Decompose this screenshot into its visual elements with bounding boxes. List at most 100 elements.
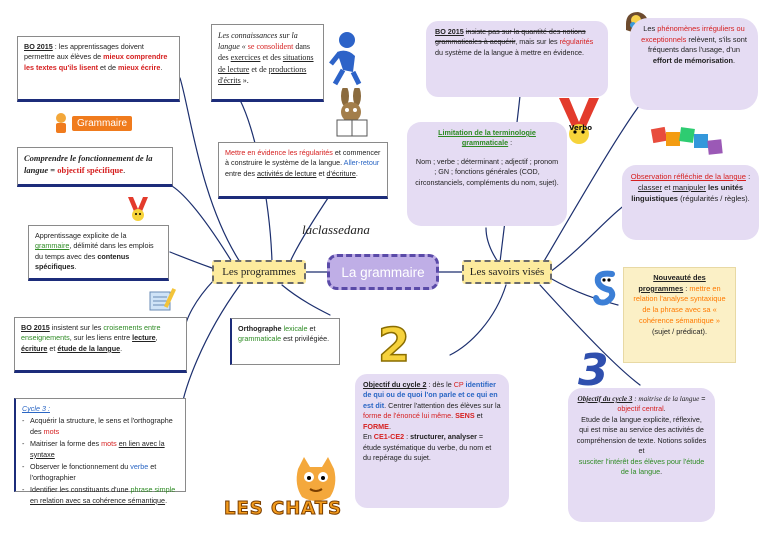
bo2015-b-label: BO 2015 bbox=[21, 323, 50, 332]
link-sav-cycle2 bbox=[450, 285, 506, 355]
blue-thinker-figure-icon bbox=[325, 30, 365, 86]
bo2015-c-label: BO 2015 bbox=[435, 27, 464, 36]
cycle3-item-2: Maitriser la forme des mots en lien avec… bbox=[22, 439, 179, 460]
regularites-et: et bbox=[317, 169, 327, 178]
cycle3-obj-end: . bbox=[660, 467, 662, 476]
bo2015-a-text3: . bbox=[160, 63, 162, 72]
cycle3-item-2-mots: mots bbox=[101, 439, 117, 448]
character-icon-left bbox=[52, 112, 70, 134]
connaissances-exercices: exercices bbox=[231, 53, 261, 62]
link-prog-orthographe bbox=[282, 285, 330, 315]
observation-title: Observation réfléchie de la langue bbox=[631, 172, 746, 181]
cycle3-obj-maitrise: : maitrise de la langue bbox=[632, 395, 699, 403]
phenomenes-memorisation: effort de mémorisation bbox=[653, 56, 733, 65]
cycle3-item-4-text: Identifier les constituants d'une bbox=[30, 485, 130, 494]
connaissances-end: ». bbox=[241, 76, 249, 85]
cycle2-forme: FORME bbox=[363, 422, 389, 431]
bo2015-b-sep: , bbox=[156, 333, 158, 342]
bo2015-a-highlight2: mieux écrire bbox=[118, 63, 160, 72]
regularites-aller-retour: Aller-retour bbox=[344, 158, 380, 167]
cycle3-item-4-phrase: phrase simple bbox=[130, 485, 175, 494]
bo2015-apprentissages-box: BO 2015 : les apprentissages doivent per… bbox=[17, 36, 180, 102]
central-topic: La grammaire bbox=[327, 254, 439, 290]
cycle2-text2: . Centrer l'attention des élèves sur la bbox=[384, 401, 500, 410]
bo2015-c-text: , mais sur les bbox=[515, 37, 559, 46]
node-programmes: Les programmes bbox=[212, 260, 306, 284]
cycle3-objectif-box: Objectif du cycle 3 : maitrise de la lan… bbox=[568, 388, 715, 522]
link-prog-explicite bbox=[170, 252, 212, 268]
cycle3-item-3-verbe: verbe bbox=[130, 462, 148, 471]
bo2015-b-end: . bbox=[120, 344, 122, 353]
cycle3-obj-central: objectif central bbox=[617, 404, 663, 413]
fonctionnement-objectif: objectif spécifique bbox=[57, 165, 123, 175]
regularites-end: . bbox=[356, 169, 358, 178]
cycle2-ce1ce2: CE1-CE2 bbox=[374, 432, 404, 441]
nouveaute-end: (sujet / prédicat). bbox=[652, 327, 707, 336]
bo2015-croisements-box: BO 2015 insistent sur les croisements en… bbox=[14, 317, 187, 373]
connaissances-consolident: se consolident bbox=[248, 42, 294, 51]
regularites-ecriture: d'écriture bbox=[327, 169, 356, 178]
orthographe-label: Orthographe bbox=[238, 324, 284, 333]
connaissances-text4: et de bbox=[249, 65, 268, 74]
regularites-text2: entre des bbox=[225, 169, 257, 178]
observation-end: (régularités / règles). bbox=[678, 194, 750, 203]
orthographe-et: et bbox=[308, 324, 316, 333]
connaissances-box: Les connaissances sur la langue « se con… bbox=[211, 24, 324, 102]
cycle3-item-4-end: . bbox=[165, 496, 167, 505]
rabbit-reading-icon bbox=[325, 88, 377, 140]
signature: laclassedana bbox=[302, 222, 370, 238]
verbo-character-icon-small bbox=[125, 195, 151, 223]
regularites-title: Mettre en évidence les régularités bbox=[225, 148, 333, 157]
fonctionnement-eq: = bbox=[48, 165, 57, 175]
regularites-box: Mettre en évidence les régularités et co… bbox=[218, 142, 388, 199]
cycle2-en: En bbox=[363, 432, 374, 441]
cycle2-ce1ce2-row: En CE1-CE2 : structurer, analyser = étud… bbox=[363, 432, 501, 463]
limitation-body: Nom ; verbe ; déterminant ; adjectif ; p… bbox=[415, 157, 559, 188]
cycle3-item-2-text: Maitriser la forme des bbox=[30, 439, 101, 448]
cycle3-obj-susciter: susciter l'intérêt des élèves pour l'étu… bbox=[579, 457, 704, 476]
node-savoirs-label: Les savoirs visés bbox=[470, 266, 545, 278]
notebook-pencil-icon bbox=[148, 286, 178, 314]
bo2015-b-etude: étude de la langue bbox=[57, 344, 120, 353]
bo2015-b-ecriture: écriture bbox=[21, 344, 47, 353]
cycle3-item-1: Acquérir la structure, le sens et l'orth… bbox=[22, 416, 179, 437]
cycle2-cp: CP bbox=[454, 380, 464, 389]
observation-et: et bbox=[662, 183, 673, 192]
regularites-lecture: activités de lecture bbox=[257, 169, 317, 178]
cycle2-title: Objectif du cycle 2 bbox=[363, 380, 427, 389]
leschats-logo: LES CHATS bbox=[224, 498, 342, 519]
cycle3-item-1-mots: mots bbox=[44, 427, 60, 436]
limitation-title: Limitation de la terminologie grammatica… bbox=[438, 128, 536, 147]
cycle2-text1: : dès le bbox=[427, 380, 454, 389]
cycle2-forme-enonce: forme de l'énoncé lui même bbox=[363, 411, 451, 420]
cycle2-et: et bbox=[475, 411, 483, 420]
number-2-icon: 2 bbox=[378, 318, 410, 372]
limitation-sep: : bbox=[508, 138, 512, 147]
bo2015-c-end: du système de la langue à mettre en évid… bbox=[435, 48, 584, 57]
connaissances-text3: et des bbox=[260, 53, 282, 62]
cycle3-item-3-text: Observer le fonctionnement du bbox=[30, 462, 130, 471]
cycle3-title: Cycle 3 : bbox=[22, 404, 179, 414]
observation-sep: : bbox=[746, 172, 750, 181]
bo2015-b-text2: , sur les liens entre bbox=[70, 333, 132, 342]
orthographe-box: Orthographe lexicale et grammaticale est… bbox=[230, 318, 340, 365]
grammaire-tag: Grammaire bbox=[72, 116, 132, 131]
verbo-tag: Verbo bbox=[569, 124, 592, 132]
limitation-title-row: Limitation de la terminologie grammatica… bbox=[415, 128, 559, 149]
bo2015-a-text2: et de bbox=[98, 63, 118, 72]
fonctionnement-end: . bbox=[123, 165, 125, 175]
cycle3-list: Acquérir la structure, le sens et l'orth… bbox=[22, 416, 179, 506]
orthographe-grammaticale: grammaticale bbox=[238, 334, 281, 343]
cycle2-sens: SENS bbox=[455, 411, 475, 420]
limitation-terminologie-box: Limitation de la terminologie grammatica… bbox=[407, 122, 567, 226]
phenomenes-text1: Les bbox=[643, 24, 657, 33]
explicite-text1: Apprentissage explicite de la bbox=[35, 231, 127, 240]
central-topic-label: La grammaire bbox=[341, 265, 424, 280]
bo2015-a-label: BO 2015 bbox=[24, 42, 53, 51]
cycle3-item-3: Observer le fonctionnement du verbe et l… bbox=[22, 462, 179, 483]
cycle3-obj-title: Objectif du cycle 3 bbox=[578, 395, 633, 403]
nouveaute-programmes-box: Nouveauté des programmes : mettre en rel… bbox=[623, 267, 736, 363]
phenomenes-box: Les phénomènes irréguliers ou exceptionn… bbox=[630, 18, 758, 110]
fonctionnement-box: Comprendre le fonctionnement de la langu… bbox=[17, 147, 173, 187]
node-programmes-label: Les programmes bbox=[222, 266, 296, 278]
